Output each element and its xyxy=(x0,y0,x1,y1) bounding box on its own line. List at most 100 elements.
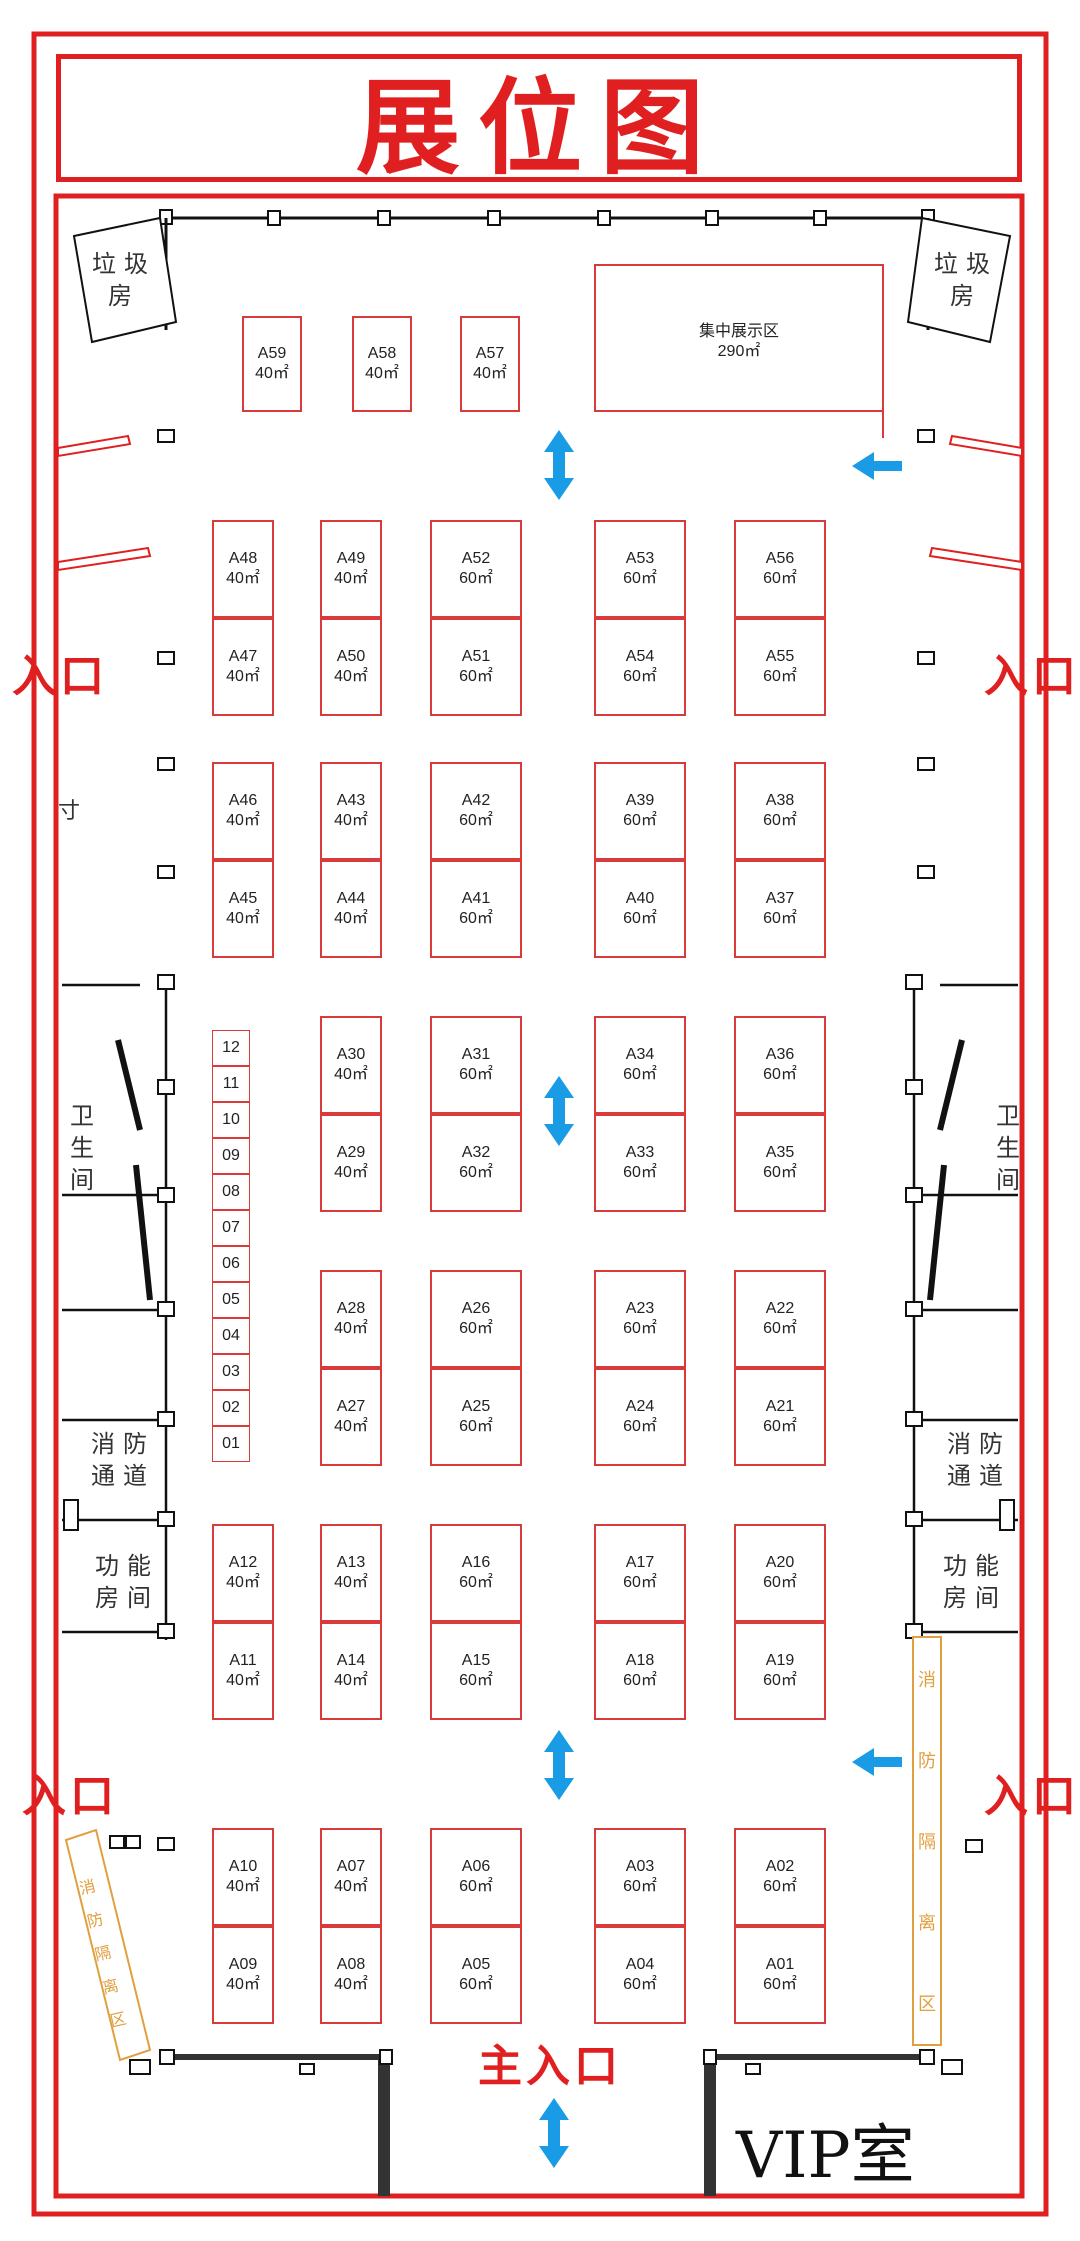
booth-id: A45 xyxy=(228,890,258,907)
booth-area: 60㎡ xyxy=(623,668,657,685)
small-booth-02[interactable]: 02 xyxy=(212,1390,250,1426)
small-booth-12[interactable]: 12 xyxy=(212,1030,250,1066)
booth-area: 60㎡ xyxy=(763,812,797,829)
small-booth-09[interactable]: 09 xyxy=(212,1138,250,1174)
booth-area: 60㎡ xyxy=(623,1164,657,1181)
booth-id: A14 xyxy=(336,1652,366,1669)
booth-id: A42 xyxy=(461,792,491,809)
small-booth-08[interactable]: 08 xyxy=(212,1174,250,1210)
booth-id: A26 xyxy=(461,1300,491,1317)
small-booth-04[interactable]: 04 xyxy=(212,1318,250,1354)
trash-room-left-label: 垃圾房 xyxy=(92,250,156,310)
small-booth-06[interactable]: 06 xyxy=(212,1246,250,1282)
booth-area: 60㎡ xyxy=(623,1976,657,1993)
booth-area: 40㎡ xyxy=(334,910,368,927)
small-booth-10[interactable]: 10 xyxy=(212,1102,250,1138)
booth-area: 60㎡ xyxy=(459,1164,493,1181)
small-booth-05[interactable]: 05 xyxy=(212,1282,250,1318)
focus-display-area[interactable]: 集中展示区 290㎡ xyxy=(594,264,884,412)
small-booth-01[interactable]: 01 xyxy=(212,1426,250,1462)
booth-id: A43 xyxy=(336,792,366,809)
booth-id: A41 xyxy=(461,890,491,907)
booth-area: 60㎡ xyxy=(623,1418,657,1435)
restroom-right-label: 卫生间 xyxy=(996,1102,1028,1194)
booth-id: A49 xyxy=(336,550,366,567)
booth-area: 60㎡ xyxy=(763,1976,797,1993)
booth-area: 60㎡ xyxy=(763,1164,797,1181)
small-booth-07[interactable]: 07 xyxy=(212,1210,250,1246)
entrance-label-left-top: 入口 xyxy=(12,651,108,702)
small-booth-11[interactable]: 11 xyxy=(212,1066,250,1102)
fire-passage-right-label: 消防通道 xyxy=(947,1430,1011,1490)
booth-area: 40㎡ xyxy=(334,1164,368,1181)
booth-area: 40㎡ xyxy=(334,1320,368,1337)
booth-id: A59 xyxy=(257,345,287,362)
booth-id: A12 xyxy=(228,1554,258,1571)
fire-isolation-char: 离 xyxy=(918,1913,936,1934)
small-booth-03[interactable]: 03 xyxy=(212,1354,250,1390)
booth-id: A47 xyxy=(228,648,258,665)
booth-id: A08 xyxy=(336,1956,366,1973)
booth-id: A09 xyxy=(228,1956,258,1973)
